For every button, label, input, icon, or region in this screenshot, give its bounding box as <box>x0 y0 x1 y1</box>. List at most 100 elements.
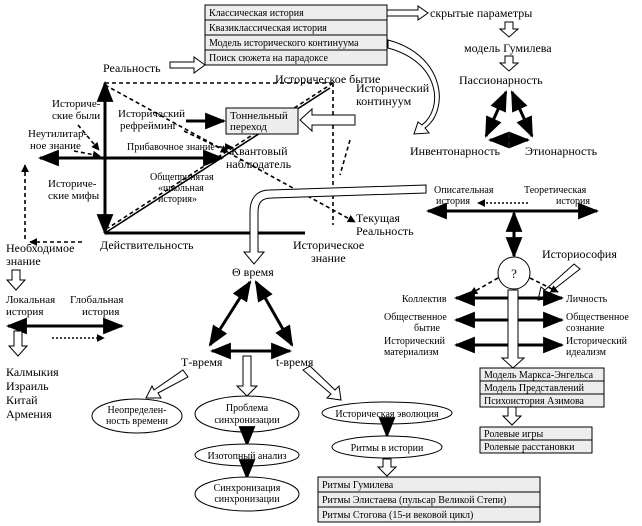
uncertainty-label-2: ность времени <box>106 416 169 427</box>
theoretical-label-1: Теоретическая <box>524 185 587 196</box>
dashed-curve <box>339 139 351 176</box>
historiosophy-label: Историософия <box>542 247 617 261</box>
neutilitarian-label-1: Неутилитар- <box>28 128 87 140</box>
classic-history-label: Классическая история <box>209 8 304 19</box>
hollow-arrow-left <box>299 107 356 133</box>
hollow-arrow-down-left <box>145 369 189 399</box>
marx-engels-label: Модель Маркса-Энгельса <box>484 370 594 381</box>
reframing-label-2: рефрейминг <box>120 120 178 132</box>
T-time-label: Т-время <box>181 355 223 369</box>
gumilev-triangle <box>484 90 534 149</box>
hollow-arrow-down-right <box>302 365 342 401</box>
passionarity-label: Пассионарность <box>459 73 543 87</box>
collective-label: Коллектив <box>402 294 447 305</box>
hist-byli-label-2: ские были <box>52 110 100 122</box>
current-reality-label-2: Реальность <box>356 224 414 238</box>
neutilitarian-label-2: ное знание <box>30 140 81 152</box>
necessary-knowledge-label-2: знание <box>6 254 41 268</box>
sync-sync-node <box>194 476 300 512</box>
paradox-plot-label: Поиск сюжета на парадоксе <box>209 53 328 64</box>
hollow-arrow-down <box>5 269 27 291</box>
evolution-label: Историческая эволюция <box>335 409 439 420</box>
theoretical-label-2: история <box>556 196 590 207</box>
hidden-params-label: скрытые параметры <box>430 6 532 20</box>
hollow-arrow-right <box>169 56 206 74</box>
personality-label: Личность <box>566 294 608 305</box>
dashed-diagonal <box>107 82 334 229</box>
question-node <box>497 256 531 290</box>
hollow-arrow-down <box>498 21 520 38</box>
hist-knowledge-label-2: знание <box>311 251 346 265</box>
etionarity-label: Этионарность <box>525 144 598 158</box>
quasi-classic-history-label: Квазиклассическая история <box>209 23 327 34</box>
curved-hollow-arrow <box>387 39 440 135</box>
uncertainty-label-1: Неопределен- <box>108 405 167 416</box>
hist-idealism-label-1: Исторический <box>566 336 628 347</box>
hist-knowledge-label-1: Историческое <box>293 238 364 252</box>
dashed-arrow <box>469 277 499 295</box>
top-box-row <box>204 49 388 66</box>
sync-problem-node <box>194 395 300 433</box>
hist-byli-label-1: Историче- <box>52 98 101 110</box>
social-consciousness-label-1: Общественное <box>566 312 629 323</box>
necessary-knowledge-label-1: Необходимое <box>6 241 74 255</box>
school-history-label-2: «школьная <box>158 183 204 194</box>
social-being-label-2: бытие <box>414 323 441 334</box>
sync-problem-label-2: синхронизации <box>214 415 280 426</box>
rhythms-label: Ритмы в истории <box>351 443 424 454</box>
country-kalmykia: Калмыкия <box>6 365 59 379</box>
hist-myths-label-2: ские мифы <box>48 190 100 202</box>
dashed-diagonal-arrow <box>104 84 356 223</box>
reframing-label-1: Исторический <box>118 108 185 120</box>
quantum-observer-label-2: наблюдатель <box>226 157 292 171</box>
tunnel-label-2: переход <box>230 121 267 133</box>
sync-sync-label-1: Синхронизация <box>214 483 281 494</box>
global-history-label-1: Глобальная <box>70 294 123 306</box>
sync-sync-label-2: синхронизации <box>214 494 280 505</box>
dashed-arrow <box>73 150 101 159</box>
isotope-label: Изотопный анализ <box>207 451 286 462</box>
hist-materialism-label-1: Исторический <box>384 336 446 347</box>
continuum-label-1: Исторический <box>356 81 430 95</box>
hollow-arrow-down <box>376 458 398 477</box>
hollow-arrow-down <box>498 55 520 72</box>
tunnel-label-1: Тоннельный <box>230 110 288 122</box>
time-uncertainty-node <box>91 398 183 434</box>
reality-label: Реальность <box>103 61 161 75</box>
sync-problem-label-1: Проблема <box>226 403 269 414</box>
inventionarity-label: Инвентонарность <box>410 144 501 158</box>
school-history-label-3: история» <box>158 194 197 205</box>
descriptive-label-2: история <box>436 196 470 207</box>
time-triangle <box>208 280 294 360</box>
hollow-arrow-right <box>386 5 429 21</box>
rhythm-row <box>317 506 541 523</box>
gumilev-model-label: модель Гумилева <box>464 41 552 55</box>
t-time-label: t-время <box>276 355 314 369</box>
hollow-arrow-down <box>7 330 29 357</box>
current-reality-label-1: Текущая <box>356 211 400 225</box>
hist-myths-label-1: Историче- <box>48 178 97 190</box>
asimov-label: Психоистория Азимова <box>484 396 585 407</box>
role-row <box>479 439 593 454</box>
rhythm-gumilev-label: Ритмы Гумилева <box>322 480 394 491</box>
school-history-label-1: Общепринятая <box>150 172 214 183</box>
hist-idealism-label-2: идеализм <box>566 347 607 358</box>
model-row <box>479 393 605 408</box>
country-armenia: Армения <box>6 407 52 421</box>
dashed-arrow <box>183 130 229 153</box>
hollow-arrow-down <box>500 289 526 369</box>
extra-knowledge-label: Прибавочное знание <box>127 142 215 153</box>
rhythm-elistaev-label: Ритмы Элистаева (пульсар Великой Степи) <box>322 495 506 506</box>
local-history-label-2: история <box>6 306 43 318</box>
dashed-arrow <box>77 124 100 151</box>
role-games-label: Ролевые игры <box>484 429 543 440</box>
question-label: ? <box>511 266 517 281</box>
descriptive-label-1: Описательная <box>434 185 494 196</box>
curved-hollow-arrow <box>242 184 427 265</box>
country-israel: Израиль <box>6 379 49 393</box>
global-history-label-2: история <box>82 306 119 318</box>
hollow-arrow-down <box>501 406 523 426</box>
role-arrangements-label: Ролевые расстановки <box>484 442 575 453</box>
